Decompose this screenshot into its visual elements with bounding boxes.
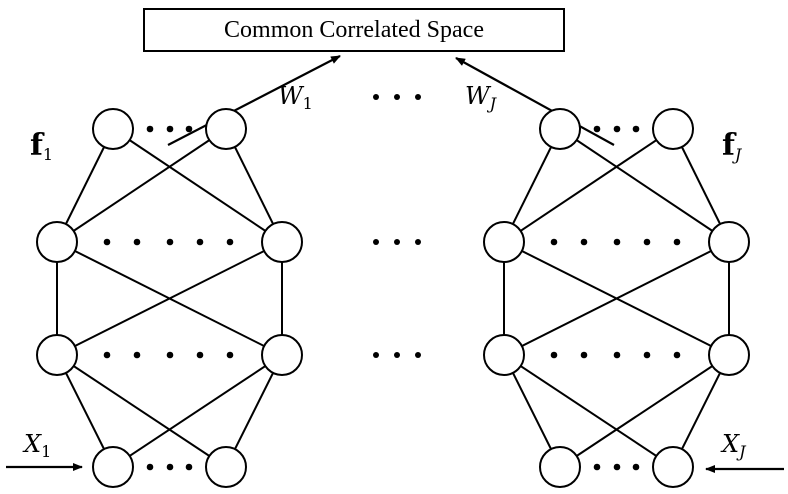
ellipsis-dot [673, 351, 681, 359]
neuron-node [539, 446, 581, 488]
ellipsis-dot [226, 238, 234, 246]
ellipsis-row2 [373, 239, 421, 245]
neuron-node [205, 446, 247, 488]
ellipsis-dot [613, 125, 621, 133]
ellipsis-dot [146, 463, 154, 471]
ellipsis-dot [166, 351, 174, 359]
neuron-node [652, 446, 694, 488]
ellipsis-dot [226, 351, 234, 359]
ellipsis-dot [185, 463, 193, 471]
edge [503, 241, 730, 356]
space-label: Common Correlated Space [224, 16, 484, 43]
ellipsis-dot [580, 351, 588, 359]
ellipsis-dot [593, 125, 601, 133]
edge [56, 128, 227, 243]
arrow-w1 [167, 55, 341, 146]
ellipsis-dot [133, 351, 141, 359]
edge [56, 241, 283, 356]
ellipsis-dot [133, 238, 141, 246]
input-label-j: XJ [722, 430, 746, 461]
ellipsis-dot [103, 238, 111, 246]
edge [559, 128, 730, 243]
ellipsis-dot [643, 238, 651, 246]
input-label-1: X1 [24, 430, 52, 461]
feature-label-j: fJ [722, 128, 742, 164]
ellipsis-dot [146, 125, 154, 133]
ellipsis-dot [185, 125, 193, 133]
weight-label-j: WJ [465, 82, 497, 113]
edge [112, 354, 283, 468]
edge [503, 128, 674, 243]
ellipsis-dot [593, 463, 601, 471]
weight-label-1: W1 [278, 82, 313, 113]
edge [503, 354, 674, 468]
ellipsis-dot [613, 463, 621, 471]
edge [56, 128, 114, 243]
ellipsis-dot [166, 238, 174, 246]
network-2 [483, 108, 750, 488]
feature-label-1: f1 [30, 128, 54, 164]
ellipsis-dot [613, 238, 621, 246]
neuron-node [36, 334, 78, 376]
common-correlated-space-box: Common Correlated Space [143, 8, 565, 52]
edge [503, 128, 561, 243]
edge [56, 354, 227, 468]
network-1 [36, 108, 303, 488]
neuron-node [539, 108, 581, 150]
neuron-node [652, 108, 694, 150]
neuron-node [205, 108, 247, 150]
ellipsis-row3 [373, 352, 421, 358]
ellipsis-dot [613, 351, 621, 359]
neuron-node [483, 221, 525, 263]
ellipsis-dot [632, 125, 640, 133]
ellipsis-dot [580, 238, 588, 246]
arrow-wj [455, 57, 615, 146]
neuron-node [36, 221, 78, 263]
ellipsis-dot [196, 351, 204, 359]
ellipsis-dot [643, 351, 651, 359]
neuron-node [261, 334, 303, 376]
ellipsis-dot [166, 463, 174, 471]
edge [112, 128, 283, 243]
ellipsis-dot [673, 238, 681, 246]
ellipsis-top [373, 94, 421, 100]
ellipsis-dot [550, 351, 558, 359]
neuron-node [92, 446, 134, 488]
neuron-node [708, 221, 750, 263]
neuron-node [261, 221, 303, 263]
edge [225, 128, 283, 243]
neuron-node [708, 334, 750, 376]
neuron-node [92, 108, 134, 150]
ellipsis-dot [103, 351, 111, 359]
ellipsis-dot [196, 238, 204, 246]
ellipsis-dot [632, 463, 640, 471]
edge [672, 128, 730, 243]
edge [559, 354, 730, 468]
ellipsis-dot [550, 238, 558, 246]
ellipsis-dot [166, 125, 174, 133]
neuron-node [483, 334, 525, 376]
